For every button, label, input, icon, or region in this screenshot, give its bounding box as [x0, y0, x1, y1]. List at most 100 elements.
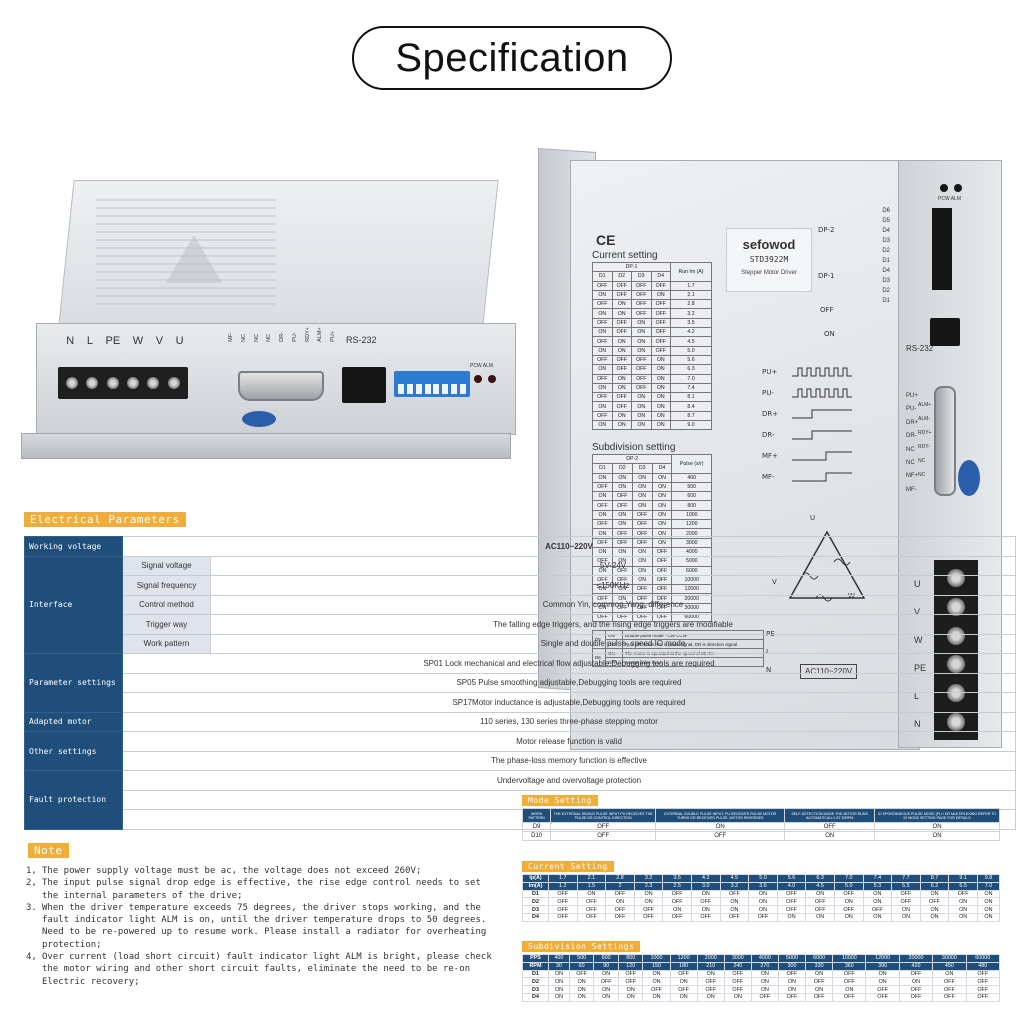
column-header: D3 [631, 463, 653, 474]
grid-cell: OFF [719, 889, 750, 899]
grid-header-cell: 120 [617, 961, 644, 971]
waveform-icon [792, 430, 852, 440]
electrical-parameters-tag: Electrical Parameters [24, 512, 186, 527]
subdivision-setting-title: Subdivision setting [592, 442, 676, 453]
parameter-sp01: SP01 Lock mechanical and electrical flow… [122, 653, 1016, 674]
grid-row-label: D4 [522, 992, 549, 1002]
port-label: RDY+ [918, 430, 932, 436]
signal-voltage-label: Signal voltage [122, 555, 211, 576]
grid-header-cell: 6.3 [805, 874, 835, 883]
grid-cell: ON [669, 977, 698, 987]
table-cell: ON [650, 410, 671, 422]
grid-row-label: D3 [522, 985, 549, 994]
other-setting-1: Motor release function is valid [122, 731, 1016, 752]
grid-cell: OFF [576, 897, 607, 907]
table-cell: ON [611, 481, 633, 493]
table-cell: ON [651, 509, 673, 521]
adapted-motor-value: 110 series, 130 series three-phase stepp… [122, 711, 1016, 732]
model-number: STD3922M [749, 255, 789, 264]
port-label: MF- [906, 486, 917, 493]
trigger-way-value: The falling edge triggers, and the risin… [210, 614, 1016, 635]
table-cell: ON [650, 420, 671, 431]
column-header: D4 [650, 271, 671, 282]
waveform-icon [792, 388, 852, 398]
grid-cell: ON [776, 912, 807, 922]
table-cell: ON [611, 299, 632, 310]
grid-header-cell: 3000 [723, 954, 752, 963]
grid-cell: ON [919, 912, 950, 922]
dip-switch-block [932, 208, 952, 290]
table-cell: ON [631, 481, 653, 493]
dp2-label: DP-2 [818, 226, 835, 234]
grid-header-cell: 30 [548, 961, 570, 971]
grid-header-cell: 3.2 [633, 874, 664, 883]
grid-cell: OFF [750, 992, 779, 1002]
table-cell: 600 [671, 491, 712, 502]
grid-cell: OFF [576, 912, 607, 922]
grid-cell: ON [642, 992, 671, 1002]
grid-cell: ON [748, 905, 778, 914]
note-item: 4, Over current (load short circuit) faul… [26, 951, 502, 988]
table-cell: OFF [611, 364, 632, 375]
grid-cell: OFF [723, 985, 752, 994]
quality-sticker [242, 411, 276, 427]
grid-header-cell: 20000 [898, 954, 934, 963]
grid-cell: ON [833, 897, 864, 907]
grid-header-cell: 6000 [805, 954, 834, 963]
table-cell: OFF [631, 308, 652, 319]
grid-header-cell: 4.5 [719, 874, 750, 883]
grid-cell: OFF [898, 969, 934, 979]
grid-cell: ON [833, 912, 864, 922]
port-label: PU- [906, 406, 917, 413]
table-cell: 500 [671, 481, 712, 493]
waveform-icon [792, 451, 852, 461]
dip-label: D5 [882, 218, 890, 224]
mode-cell: ON [655, 822, 786, 832]
note-text: Over current (load short circuit) fault … [42, 952, 492, 987]
grid-header-cell: 2.3 [633, 881, 664, 891]
table-cell: ON [650, 382, 671, 394]
note-number: 3. [26, 902, 37, 913]
grid-header-cell: 600 [593, 954, 619, 963]
port-label: NC [906, 460, 915, 467]
note-number: 4, [26, 952, 37, 963]
terminal-label: N [66, 335, 75, 347]
signal-label: DR+ [762, 410, 779, 418]
table-cell: ON [611, 519, 633, 530]
grid-header-cell: 240 [723, 961, 752, 971]
grid-cell: OFF [642, 985, 671, 994]
signal-label: NC [253, 333, 260, 342]
grid-cell: OFF [696, 977, 725, 987]
table-cell: OFF [650, 345, 671, 356]
mode-cell: OFF [550, 822, 657, 832]
note-number: 1, [26, 866, 37, 876]
grid-header-cell: 360 [832, 961, 867, 971]
mode-cell: ON [784, 831, 876, 841]
grid-cell: ON [568, 977, 595, 987]
rs232-port [342, 367, 386, 403]
grid-header-cell: 5.0 [748, 874, 778, 883]
grid-cell: ON [576, 889, 607, 899]
grid-cell: OFF [576, 905, 607, 914]
grid-cell: OFF [690, 912, 721, 922]
work-pattern-label: Work pattern [122, 633, 211, 654]
table-cell: OFF [631, 364, 652, 375]
mode-header: EXTERNAL DOUBLE PULSE INPUT: PU RECEIVES… [655, 808, 786, 823]
quality-sticker [958, 460, 980, 496]
notes-list: 1,The power supply voltage must be ac, t… [26, 865, 502, 988]
table-cell: ON [592, 327, 613, 338]
parameter-sp17: SP17Motor inductance is adjustable,Debug… [122, 692, 1016, 713]
led-labels: PCW ALM [938, 196, 962, 202]
interface-label: Interface [24, 555, 123, 654]
grid-row-label: PPS [522, 954, 549, 963]
table-cell: OFF [611, 392, 632, 403]
grid-row-label: RPM [522, 961, 549, 971]
table-cell: OFF [611, 401, 632, 412]
terminal-label: V [155, 335, 164, 347]
grid-header-cell: 330 [805, 961, 834, 971]
note-number: 2, [26, 878, 37, 889]
terminal-label: U [175, 335, 184, 347]
grid-header-cell: 1.2 [548, 881, 578, 891]
grid-header-cell: 210 [696, 961, 725, 971]
